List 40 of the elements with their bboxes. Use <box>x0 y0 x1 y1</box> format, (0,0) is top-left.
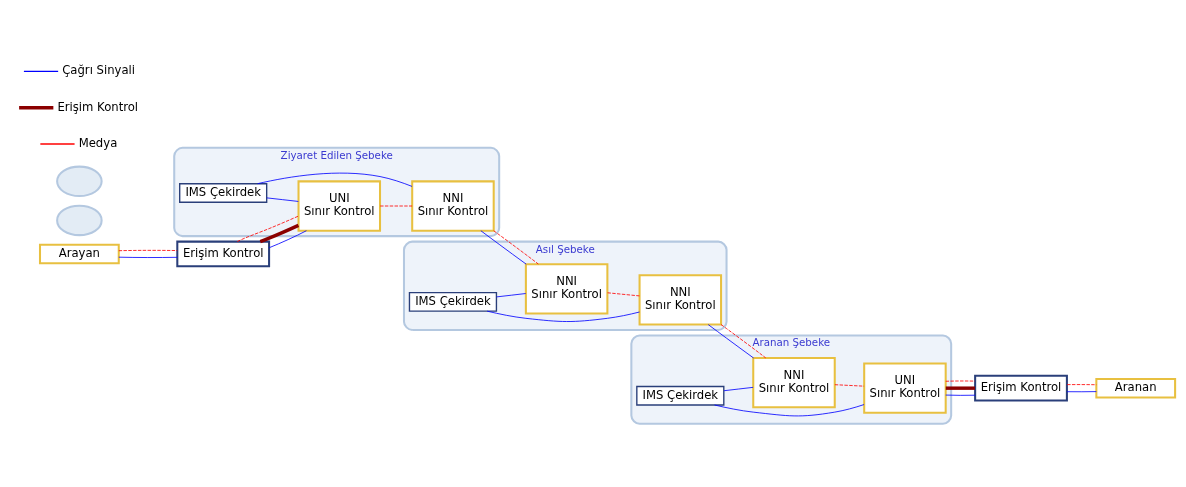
node-box: NNI Sınır Kontrol <box>524 263 609 315</box>
node-box: IMS Çekirdek <box>636 385 725 406</box>
connector <box>945 380 976 382</box>
legend-label: Medya <box>78 135 118 150</box>
node-cloud <box>56 165 103 198</box>
connector <box>480 230 527 265</box>
node-box: IMS Çekirdek <box>179 183 268 203</box>
connector <box>1066 391 1097 393</box>
connector <box>259 223 300 244</box>
connector <box>714 404 865 417</box>
node-box: Erişim Kontrol <box>974 374 1068 402</box>
connector <box>945 394 976 396</box>
node-box: UNI Sınır Kontrol <box>297 180 382 232</box>
node-cloud <box>56 204 103 237</box>
node-box: NNI Sınır Kontrol <box>638 274 723 326</box>
connector <box>1066 384 1097 386</box>
connector <box>834 384 865 387</box>
connector <box>607 292 640 297</box>
connector <box>493 230 539 265</box>
node-box: Aranan <box>1095 377 1177 399</box>
connector <box>236 215 299 242</box>
node-box: Erişim Kontrol <box>176 240 271 268</box>
connector <box>723 386 754 392</box>
connector <box>118 256 178 258</box>
node-box: UNI Sınır Kontrol <box>863 362 947 414</box>
connector <box>496 293 527 298</box>
node-box: NNI Sınır Kontrol <box>752 357 836 409</box>
connector <box>486 310 640 322</box>
connector <box>266 197 299 202</box>
connector <box>118 249 178 252</box>
node-box: IMS Çekirdek <box>408 291 498 312</box>
connector <box>945 386 975 390</box>
connector <box>257 172 413 187</box>
connector <box>707 324 754 359</box>
connector <box>268 230 307 249</box>
legend-label: Erişim Kontrol <box>57 99 139 114</box>
node-box: Arayan <box>38 243 120 265</box>
node-box: NNI Sınır Kontrol <box>411 180 495 232</box>
legend-label: Çağrı Sinyali <box>62 63 136 78</box>
connector <box>720 324 767 359</box>
